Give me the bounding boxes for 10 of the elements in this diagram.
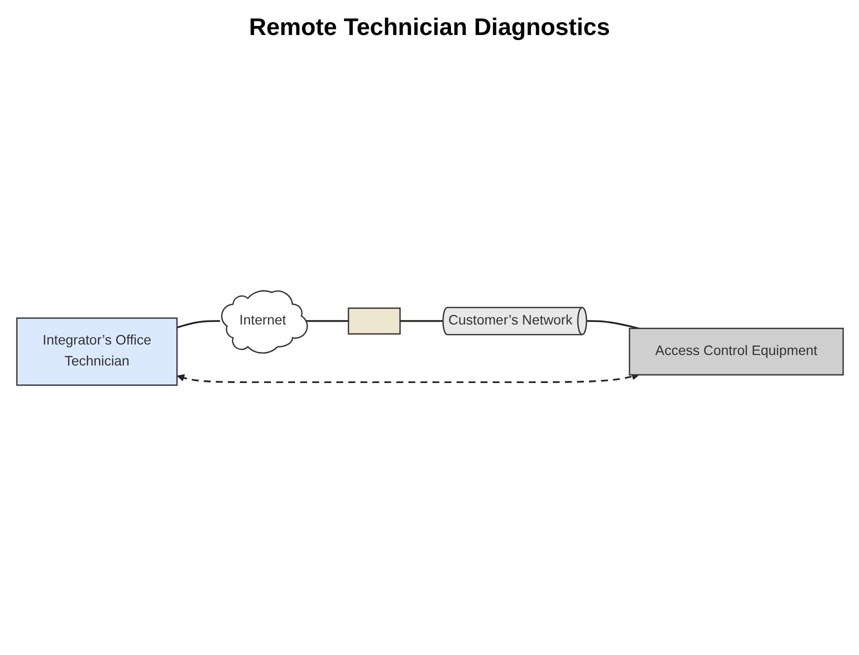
node-box: Integrator’s Office Technician [16, 317, 178, 386]
node-text: Customer’s Network [448, 313, 572, 328]
connector [586, 320, 639, 330]
node-box [347, 308, 400, 335]
node-box: Access Control Equipment [628, 328, 844, 376]
connector [176, 320, 220, 328]
connector [305, 320, 348, 322]
diagram-title: Remote Technician Diagnostics [248, 14, 611, 42]
connector [400, 320, 443, 322]
arrow [176, 372, 639, 384]
